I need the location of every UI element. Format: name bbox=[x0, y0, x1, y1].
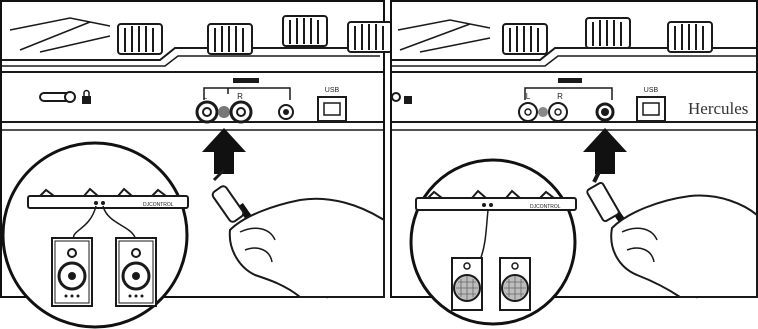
brand-logo: Hercules bbox=[688, 99, 748, 118]
speaker-inset-left: DJCONTROL bbox=[3, 143, 188, 327]
usb-label: USB bbox=[325, 87, 340, 94]
studio-monitor-right bbox=[116, 238, 156, 306]
jack-label-r: R bbox=[237, 92, 243, 101]
controller-inset-text: DJCONTROL bbox=[530, 204, 561, 210]
desktop-speaker-left bbox=[452, 258, 482, 310]
jack-label-r: R bbox=[557, 92, 563, 101]
controller-inset-text: DJCONTROL bbox=[143, 202, 174, 208]
speaker-inset-right: DJCONTROL bbox=[411, 160, 576, 324]
jack-label-l: L bbox=[526, 92, 531, 101]
usb-label: USB bbox=[644, 87, 659, 94]
jack-label-l: L bbox=[203, 92, 208, 101]
kensington-lock-icon bbox=[40, 91, 91, 105]
panel-right: L R USB Hercules DJCONTROL bbox=[391, 1, 757, 324]
desktop-speaker-right bbox=[500, 258, 530, 310]
panel-left: L R USB DJCONTROL bbox=[1, 1, 392, 327]
studio-monitor-left bbox=[52, 238, 92, 306]
